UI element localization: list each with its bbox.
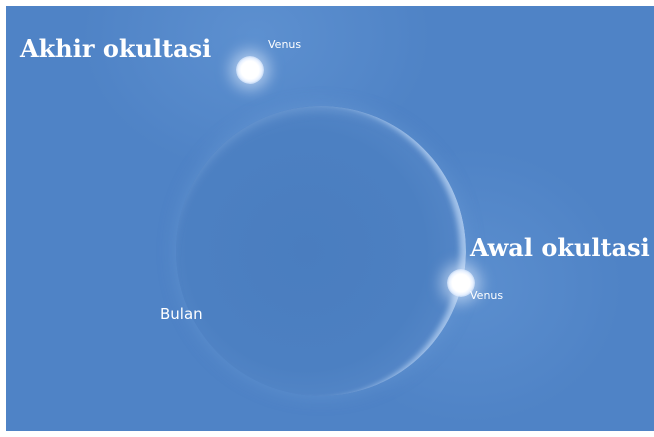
end-occultation-heading: Akhir okultasi: [20, 34, 212, 63]
venus-label-right: Venus: [470, 289, 504, 302]
start-occultation-heading: Awal okultasi: [470, 233, 650, 262]
venus-planet-right: [447, 269, 475, 297]
moon-disc: [176, 106, 466, 396]
venus-label-top: Venus: [268, 38, 302, 51]
sky-background: [6, 6, 654, 431]
venus-planet-top: [236, 56, 264, 84]
moon-label: Bulan: [160, 305, 203, 323]
moon-crescent: [176, 106, 466, 396]
